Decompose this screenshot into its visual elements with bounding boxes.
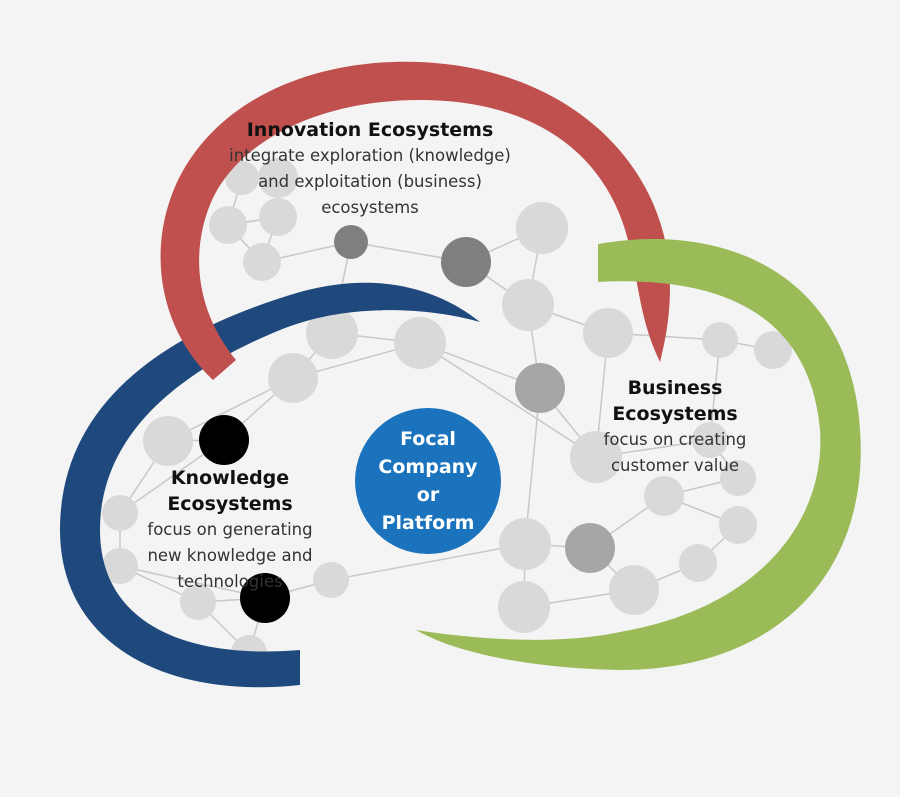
- network-node-21: [720, 460, 756, 496]
- business-description-line-2: customer value: [610, 456, 739, 475]
- network-node-25: [102, 495, 138, 531]
- network-node-3: [209, 206, 247, 244]
- business-label: Business Ecosystems focus on creating cu…: [565, 375, 785, 479]
- network-node-11: [306, 307, 358, 359]
- network-node-5: [243, 243, 281, 281]
- network-nodes: [102, 158, 792, 671]
- network-node-2: [258, 158, 298, 198]
- network-node-26: [102, 548, 138, 584]
- network-edge-22: [419, 342, 597, 458]
- focal-line-3: or: [416, 484, 440, 506]
- network-node-16: [143, 416, 193, 466]
- knowledge-arc: [60, 282, 480, 688]
- network-node-27: [499, 518, 551, 570]
- network-node-32: [240, 573, 290, 623]
- focal-line-1: Focal: [400, 428, 456, 450]
- ecosystem-arcs: [60, 61, 861, 688]
- innovation-description-line-2: and exploitation (business): [258, 172, 482, 191]
- network-node-17: [199, 415, 249, 465]
- business-description-line-1: focus on creating: [603, 430, 747, 449]
- network-node-33: [313, 562, 349, 598]
- innovation-label: Innovation Ecosystems integrate explorat…: [215, 117, 525, 221]
- network-node-7: [441, 237, 491, 287]
- network-node-31: [180, 584, 216, 620]
- knowledge-title: Knowledge Ecosystems: [167, 467, 293, 515]
- network-node-19: [754, 331, 792, 369]
- network-node-15: [570, 431, 622, 483]
- network-node-23: [719, 506, 757, 544]
- network-edge-40: [330, 543, 526, 581]
- focal-line-4: Platform: [381, 512, 475, 534]
- innovation-description-line-1: integrate exploration (knowledge): [229, 146, 511, 165]
- network-node-24: [679, 544, 717, 582]
- innovation-title: Innovation Ecosystems: [246, 119, 494, 141]
- network-node-8: [516, 202, 568, 254]
- network-node-14: [515, 363, 565, 413]
- network-node-18: [702, 322, 738, 358]
- network-node-9: [502, 279, 554, 331]
- network-node-12: [394, 317, 446, 369]
- innovation-description-line-3: ecosystems: [321, 198, 419, 217]
- business-title: Business Ecosystems: [612, 377, 738, 425]
- focal-line-2: Company: [378, 456, 478, 478]
- knowledge-description-line-2: new knowledge and: [147, 546, 313, 565]
- network-node-29: [609, 565, 659, 615]
- network-node-13: [268, 353, 318, 403]
- network-node-4: [259, 198, 297, 236]
- knowledge-description-line-3: technologies: [177, 572, 283, 591]
- knowledge-description-line-1: focus on generating: [147, 520, 313, 539]
- network-node-22: [644, 476, 684, 516]
- network-edge-49: [524, 387, 541, 545]
- network-node-10: [583, 308, 633, 358]
- network-node-1: [225, 161, 259, 195]
- innovation-arc: [160, 61, 670, 380]
- network-node-28: [565, 523, 615, 573]
- focal-company-circle: Focal Company or Platform: [355, 408, 501, 554]
- network-node-30: [498, 581, 550, 633]
- knowledge-label: Knowledge Ecosystems focus on generating…: [105, 465, 355, 595]
- network-node-6: [334, 225, 368, 259]
- network-node-20: [692, 422, 728, 458]
